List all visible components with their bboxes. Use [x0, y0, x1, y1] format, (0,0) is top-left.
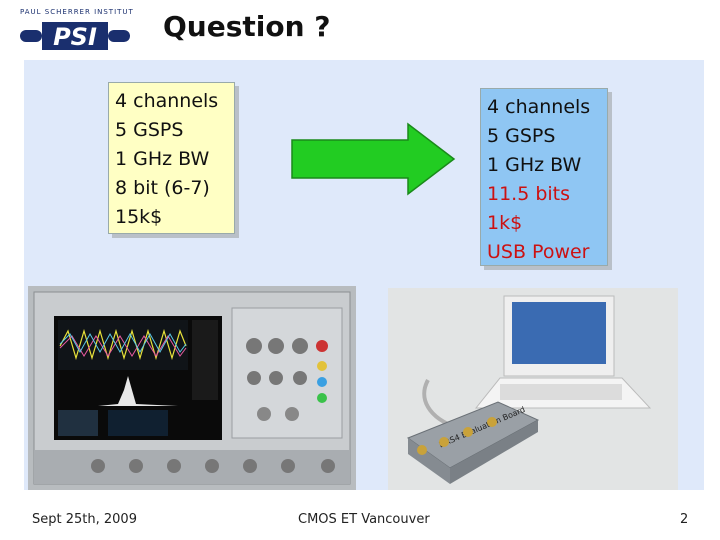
drs4-board-photo: DRS4 Evaluation Board: [388, 288, 678, 490]
spec-line: 1 GHz BW: [115, 148, 210, 170]
psi-logo-graphic: PSI: [20, 22, 130, 51]
spec-line-highlight: 1k$: [487, 212, 523, 234]
spec-line: 5 GSPS: [487, 125, 556, 147]
spec-line: 4 channels: [115, 90, 219, 112]
footer-event: CMOS ET Vancouver: [298, 512, 430, 527]
spec-line-highlight: 11.5 bits: [487, 183, 571, 205]
right-arrow-icon: [291, 122, 456, 196]
org-name: PAUL SCHERRER INSTITUT: [20, 8, 134, 16]
psi-logo: PAUL SCHERRER INSTITUT PSI: [20, 8, 134, 52]
footer-date: Sept 25th, 2009: [32, 512, 137, 527]
spec-line: 5 GSPS: [115, 119, 184, 141]
spec-line: 1 GHz BW: [487, 154, 582, 176]
spec-line: 8 bit (6-7): [115, 177, 210, 199]
spec-line: 15k$: [115, 206, 163, 228]
oscilloscope-photo: [28, 286, 356, 490]
oscilloscope-specs-box: 4 channels 5 GSPS 1 GHz BW 8 bit (6-7) 1…: [108, 82, 235, 234]
logo-text: PSI: [53, 23, 97, 51]
spec-line-highlight: USB Power: [487, 241, 590, 263]
slide-title: Question ?: [163, 10, 331, 43]
drs4-specs-box: 4 channels 5 GSPS 1 GHz BW 11.5 bits 1k$…: [480, 88, 608, 266]
spec-line: 4 channels: [487, 96, 591, 118]
slide-number: 2: [680, 512, 689, 527]
